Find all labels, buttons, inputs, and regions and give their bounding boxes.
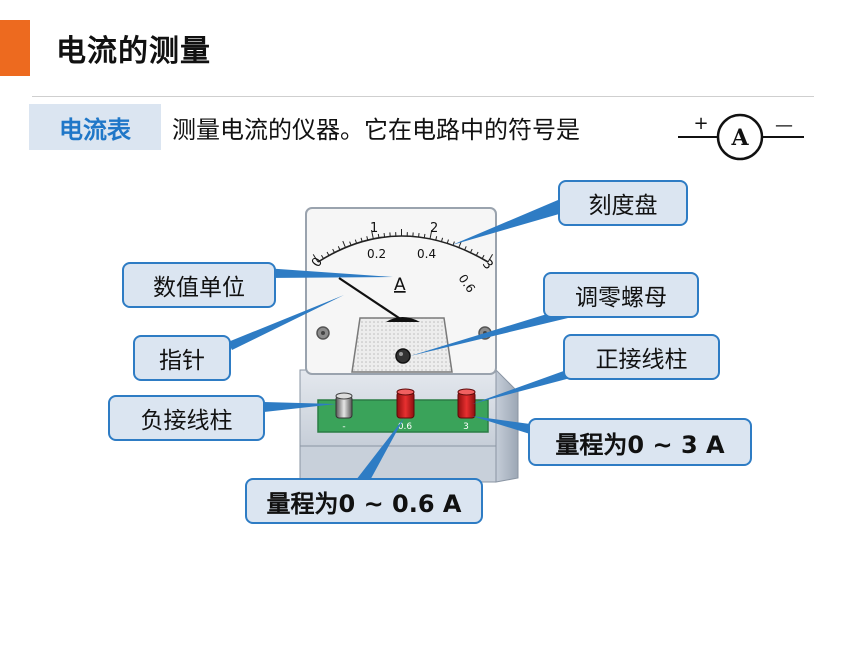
screw-left-center — [321, 331, 325, 335]
scale-tick — [435, 236, 438, 241]
pointer-needle — [338, 277, 403, 321]
scale-bottom-04: 0.4 — [417, 247, 436, 261]
callout-scale-dial: 刻度盘 — [558, 180, 688, 226]
scale-bottom-02: 0.2 — [367, 247, 386, 261]
scale-tick — [321, 254, 324, 259]
definition-tag: 电流表 — [29, 104, 161, 150]
leader-negative-terminal — [264, 402, 336, 412]
scale-tick — [429, 229, 433, 239]
scale-top-2: 2 — [430, 221, 438, 236]
scale-tick — [475, 251, 479, 256]
callout-negative-terminal: 负接线柱 — [108, 395, 265, 441]
scale-tick — [312, 254, 319, 263]
definition-text: 测量电流的仪器。它在电路中的符号是 — [172, 116, 580, 144]
leader-scale-dial — [452, 200, 566, 245]
terminal-label-3: 3 — [463, 422, 469, 432]
scale-tick — [441, 237, 444, 242]
zero-adjust-knob — [395, 348, 411, 364]
scale-tick — [487, 253, 494, 263]
negative-terminal — [335, 392, 353, 419]
scale-tick — [342, 240, 346, 248]
scale-tick — [371, 229, 374, 239]
scale-tick — [452, 241, 455, 246]
ammeter-symbol: + A — — [678, 113, 804, 161]
zero-adjust-knob-highlight — [399, 352, 403, 356]
callout-unit-symbol: 数值单位 — [122, 262, 276, 308]
callout-range-06a: 量程为0 ~ 0.6 A — [245, 478, 483, 524]
leader-range-06a — [356, 418, 404, 484]
scale-top-1: 1 — [370, 221, 378, 236]
scale-tick — [332, 248, 335, 253]
scale-tick — [366, 236, 369, 241]
scale-tick — [326, 251, 330, 256]
page-title: 电流的测量 — [56, 34, 211, 69]
scale-tick — [423, 233, 426, 238]
symbol-minus: — — [775, 115, 793, 136]
callout-zero-adjust: 调零螺母 — [543, 272, 699, 318]
meter-base-lower-band — [299, 445, 497, 483]
scale-tick — [470, 248, 473, 253]
unit-label: A — [394, 275, 406, 295]
terminal-06 — [396, 388, 415, 419]
symbol-letter: A — [730, 125, 749, 151]
meter-window — [351, 317, 453, 373]
pointer-pivot — [386, 317, 420, 322]
leader-range-3a — [472, 416, 530, 434]
callout-range-3a: 量程为0 ~ 3 A — [528, 418, 752, 466]
scale-tick — [481, 254, 485, 259]
leader-pointer — [228, 295, 344, 350]
divider — [32, 96, 814, 97]
meter-dial-housing — [305, 207, 497, 375]
scale-tick — [349, 241, 352, 246]
scale-tick — [377, 233, 380, 238]
leader-zero-adjust — [410, 310, 568, 356]
leader-unit-symbol — [264, 268, 393, 278]
scale-tick — [446, 239, 449, 244]
scale-tick — [360, 237, 363, 242]
scale-tick — [464, 246, 467, 251]
terminal-label-minus: - — [342, 422, 345, 432]
positive-terminal-3 — [457, 388, 476, 419]
leader-positive-terminal — [472, 368, 578, 404]
scale-tick — [337, 246, 341, 251]
callout-positive-terminal: 正接线柱 — [563, 334, 720, 380]
accent-bar — [0, 20, 30, 76]
callout-pointer: 指针 — [133, 335, 231, 381]
scale-ticks — [312, 229, 494, 263]
terminal-label-06: 0.6 — [398, 422, 413, 432]
scale-tick — [354, 239, 358, 244]
callout-leaders — [228, 200, 578, 484]
symbol-plus: + — [693, 113, 708, 134]
